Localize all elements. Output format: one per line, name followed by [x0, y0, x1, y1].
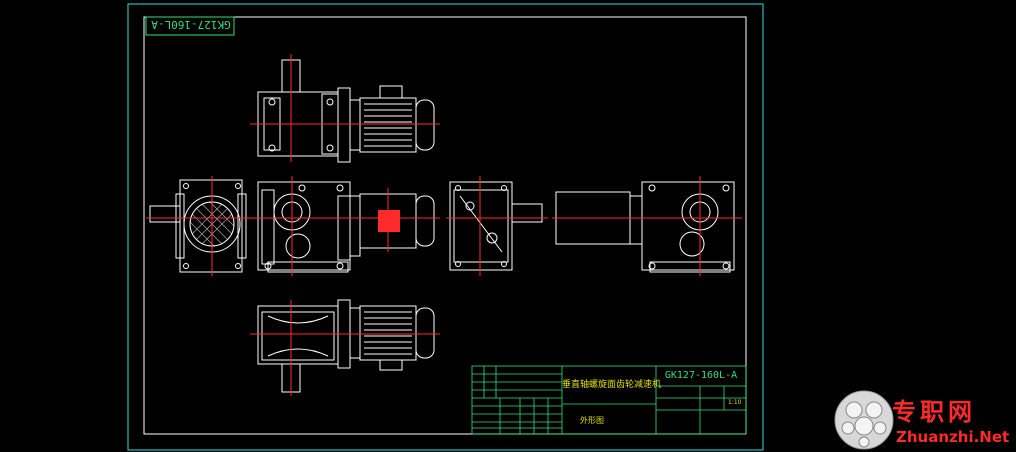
front-view [257, 181, 435, 273]
watermark-url: Zhuanzhi.Net [896, 428, 1010, 446]
top-view [257, 59, 435, 163]
bottom-view [257, 299, 435, 393]
bottom-view-centerlines [250, 300, 440, 396]
titleblock-scale: 1:10 [728, 399, 742, 406]
titleblock-title: 垂直轴螺旋面齿轮减速机 [562, 380, 662, 390]
title-block [471, 365, 747, 435]
sheet-outer-border [127, 3, 764, 451]
watermark-chinese: 专职网 [892, 398, 976, 426]
rear-view [555, 181, 735, 273]
drawing-stamp-code: GK127-160L-A [151, 18, 231, 31]
titleblock-code: GK127-160L-A [664, 370, 738, 381]
right-views-centerlines [446, 176, 742, 276]
motor-terminal-box [378, 210, 400, 232]
top-view-centerlines [250, 54, 440, 162]
left-end-view [149, 179, 247, 273]
titleblock-subtitle: 外形图 [580, 416, 604, 425]
stamp-box [145, 16, 235, 36]
right-end-view [449, 181, 543, 271]
watermark-logo-icon [834, 390, 894, 450]
front-view-centerlines [146, 176, 440, 276]
sheet-inner-frame [143, 16, 747, 435]
